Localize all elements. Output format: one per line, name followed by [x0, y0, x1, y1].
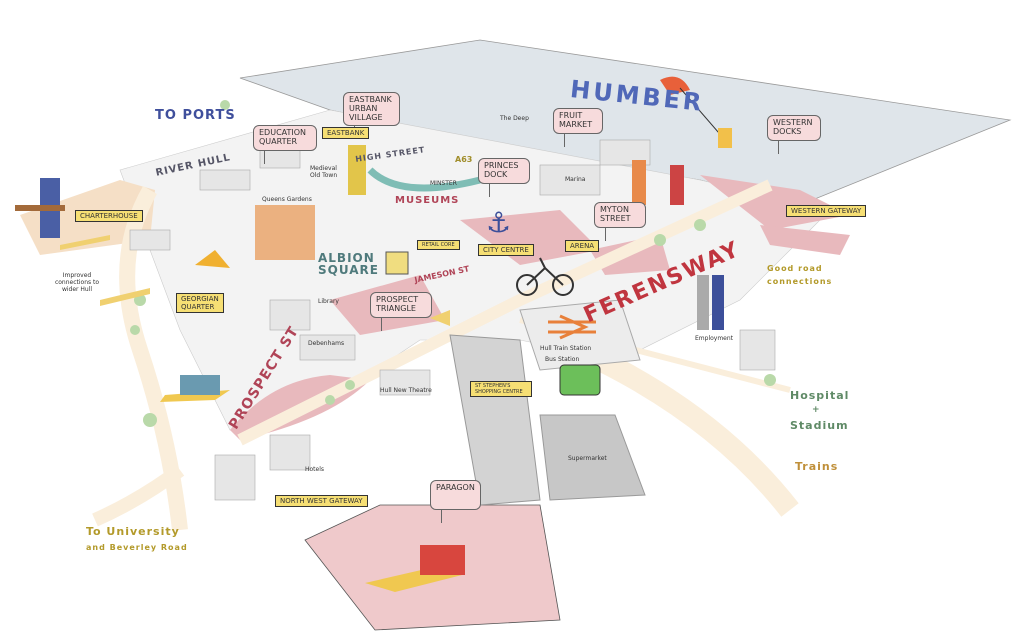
sign-north-west-gateway: North West Gateway — [275, 495, 368, 507]
albion-square-icon — [385, 251, 409, 275]
road-ferensway — [237, 179, 773, 446]
to-university-label: To University — [86, 525, 180, 538]
trees — [130, 100, 776, 427]
bus-station-label: Bus Station — [545, 356, 580, 363]
employment-label: Employment — [695, 335, 734, 342]
rail-line — [595, 350, 799, 517]
sign-eastbank: Eastbank — [322, 127, 370, 139]
medieval-old-town-label: Medieval Old Town — [310, 165, 338, 179]
stadium-label: Stadium — [790, 419, 849, 432]
supermarket-label: Supermarket — [568, 455, 607, 462]
business-figures — [697, 275, 724, 330]
shopper-figures — [255, 205, 315, 260]
sign-charterhouse: Charterhouse — [75, 210, 143, 222]
bubble-fruit-market: Fruit Market — [553, 108, 603, 146]
bubble-prospect-triangle: Prospect Triangle — [370, 292, 432, 330]
artist-figures — [632, 160, 684, 205]
queens-gardens-label: Queens Gardens — [262, 196, 312, 203]
museums-label: MUSEUMS — [395, 195, 460, 206]
trains-label: Trains — [795, 460, 839, 473]
tourist-figure — [348, 145, 366, 195]
train-station-label: Hull Train Station — [540, 345, 592, 352]
sign-st-stephens: St Stephen's Shopping Centre — [470, 381, 532, 397]
albion-square-label: ALBION SQUARE — [318, 251, 379, 277]
station-roof — [519, 299, 641, 371]
road-beverley — [92, 464, 185, 527]
picnic-figures — [160, 375, 230, 402]
hotels-label: Hotels — [305, 466, 325, 473]
bicycle-icon — [516, 257, 574, 296]
buildings — [129, 139, 776, 501]
library-label: Library — [318, 298, 339, 305]
zone — [760, 225, 850, 255]
bus-icon — [559, 364, 601, 396]
minster-label: MINSTER — [430, 180, 457, 187]
a63-label: A63 — [455, 155, 473, 164]
connections-label: connections — [767, 277, 833, 286]
family-sofa-figures — [365, 545, 465, 592]
shopping-centre — [449, 334, 541, 506]
anchor-icon: ⚓ — [486, 206, 511, 239]
to-ports-label: TO PORTS — [155, 108, 236, 123]
kitesurfer-figure — [718, 128, 732, 148]
kite-line — [679, 87, 726, 141]
sign-city-centre: City Centre — [478, 244, 534, 256]
bubble-education-quarter: Education Quarter — [253, 125, 317, 163]
debenhams-label: Debenhams — [308, 340, 345, 347]
sign-retail-core: Retail core — [417, 240, 460, 250]
sign-arena: Arena — [565, 240, 600, 252]
kite-child-icon — [195, 250, 230, 268]
workbench — [15, 205, 65, 211]
bubble-western-docks: Western Docks — [767, 115, 821, 153]
marina-label: Marina — [565, 176, 586, 183]
bubble-paragon: Paragon — [430, 480, 481, 523]
museum-route-arrow — [367, 167, 481, 192]
good-road-label: Good road — [767, 264, 823, 273]
improved-connections-label: Improved connections to wider Hull — [54, 272, 100, 293]
sign-western-gateway: Western Gateway — [786, 205, 867, 217]
new-theatre-label: Hull New Theatre — [380, 387, 432, 394]
bubble-princes-dock: Princes Dock — [478, 158, 530, 196]
rail-symbol-icon — [548, 314, 596, 340]
supermarket-building — [539, 414, 646, 501]
bubble-eastbank-village: Eastbank Urban Village — [343, 92, 400, 140]
beverley-road-label: and Beverley Road — [86, 543, 188, 552]
plus-label: + — [812, 405, 821, 415]
bubble-myton-street: Myton Street — [594, 202, 646, 240]
hospital-label: Hospital — [790, 389, 850, 402]
the-deep-label: The Deep — [500, 115, 529, 122]
sign-georgian-quarter: Georgian Quarter — [176, 293, 224, 313]
direction-arrows — [60, 235, 450, 326]
